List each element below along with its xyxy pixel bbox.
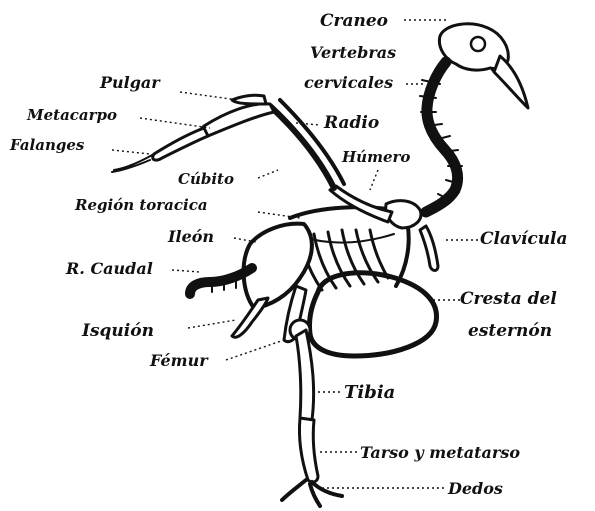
label-cubito: Cúbito [178, 170, 234, 188]
label-cresta: Cresta del [460, 289, 557, 309]
label-tarso: Tarso y metatarso [360, 443, 520, 462]
phalanges [112, 128, 208, 172]
label-radio: Radio [323, 113, 379, 133]
label-dedos: Dedos [447, 479, 503, 498]
label-pulgar: Pulgar [99, 73, 161, 92]
skeleton-drawing [112, 24, 528, 506]
label-femur: Fémur [149, 351, 209, 370]
humerus [330, 186, 392, 222]
label-humero: Húmero [341, 148, 410, 166]
label-esternon: esternón [468, 321, 552, 341]
label-isquion: Isquión [81, 321, 154, 341]
label-vertebras: Vertebras [310, 43, 396, 62]
label-tibia: Tibia [344, 382, 395, 403]
label-ileon: Ileón [167, 227, 214, 246]
cervical-vertebrae [420, 62, 462, 212]
label-falanges: Falanges [9, 136, 85, 154]
label-metacarpo: Metacarpo [26, 106, 117, 124]
clavicle [420, 226, 438, 271]
label-region-toracica: Región toracica [74, 196, 208, 214]
label-clavicula: Clavícula [480, 229, 568, 249]
skull [439, 24, 528, 108]
sternum [309, 273, 436, 356]
label-cervicales: cervicales [304, 73, 393, 92]
tarsometatarsus [299, 418, 318, 482]
tibia [296, 330, 314, 423]
metacarpus [201, 95, 274, 136]
label-r-caudal: R. Caudal [65, 259, 153, 278]
label-craneo: Craneo [320, 11, 388, 31]
toes [282, 480, 342, 506]
